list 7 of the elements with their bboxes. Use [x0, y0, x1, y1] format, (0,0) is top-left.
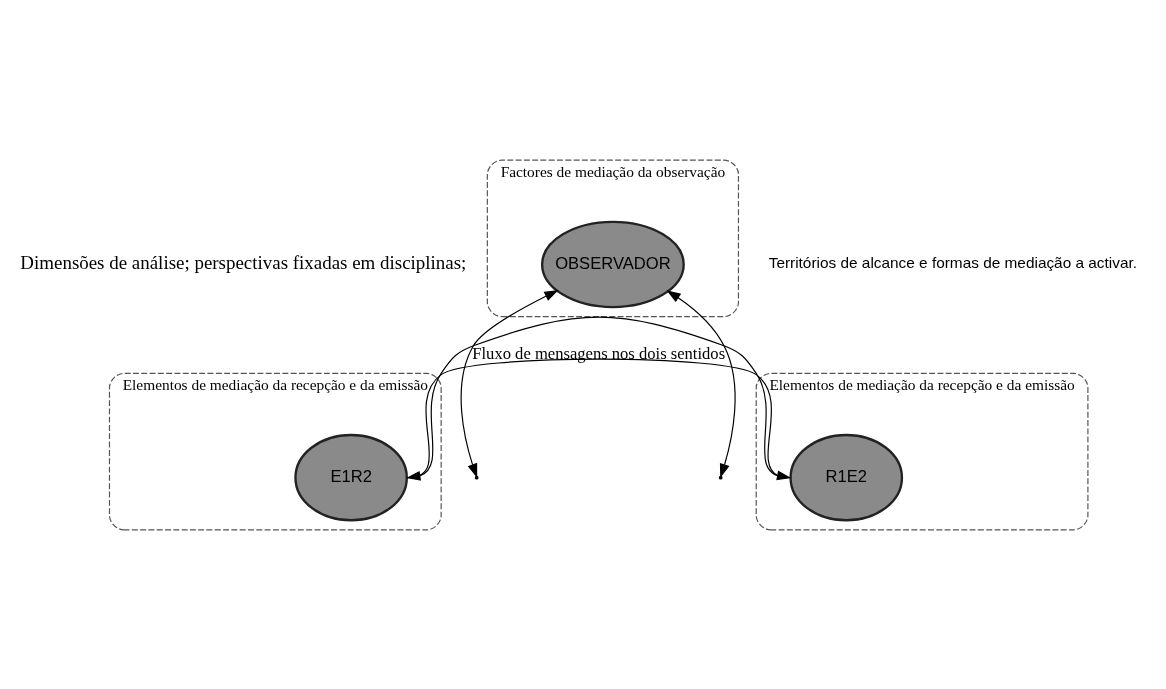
edge-label: Fluxo de mensagens nos dois sentidos	[472, 343, 726, 363]
node-ellipse: E1R2	[294, 433, 408, 521]
label: Dimensões de análise; perspectivas fixadas em disciplinas;	[20, 251, 467, 273]
node-ellipse: R1E2	[789, 433, 904, 521]
arrow	[666, 289, 736, 478]
arrow	[460, 289, 559, 478]
label: Territórios de alcance e formas de mediação a activar.	[768, 253, 1138, 271]
